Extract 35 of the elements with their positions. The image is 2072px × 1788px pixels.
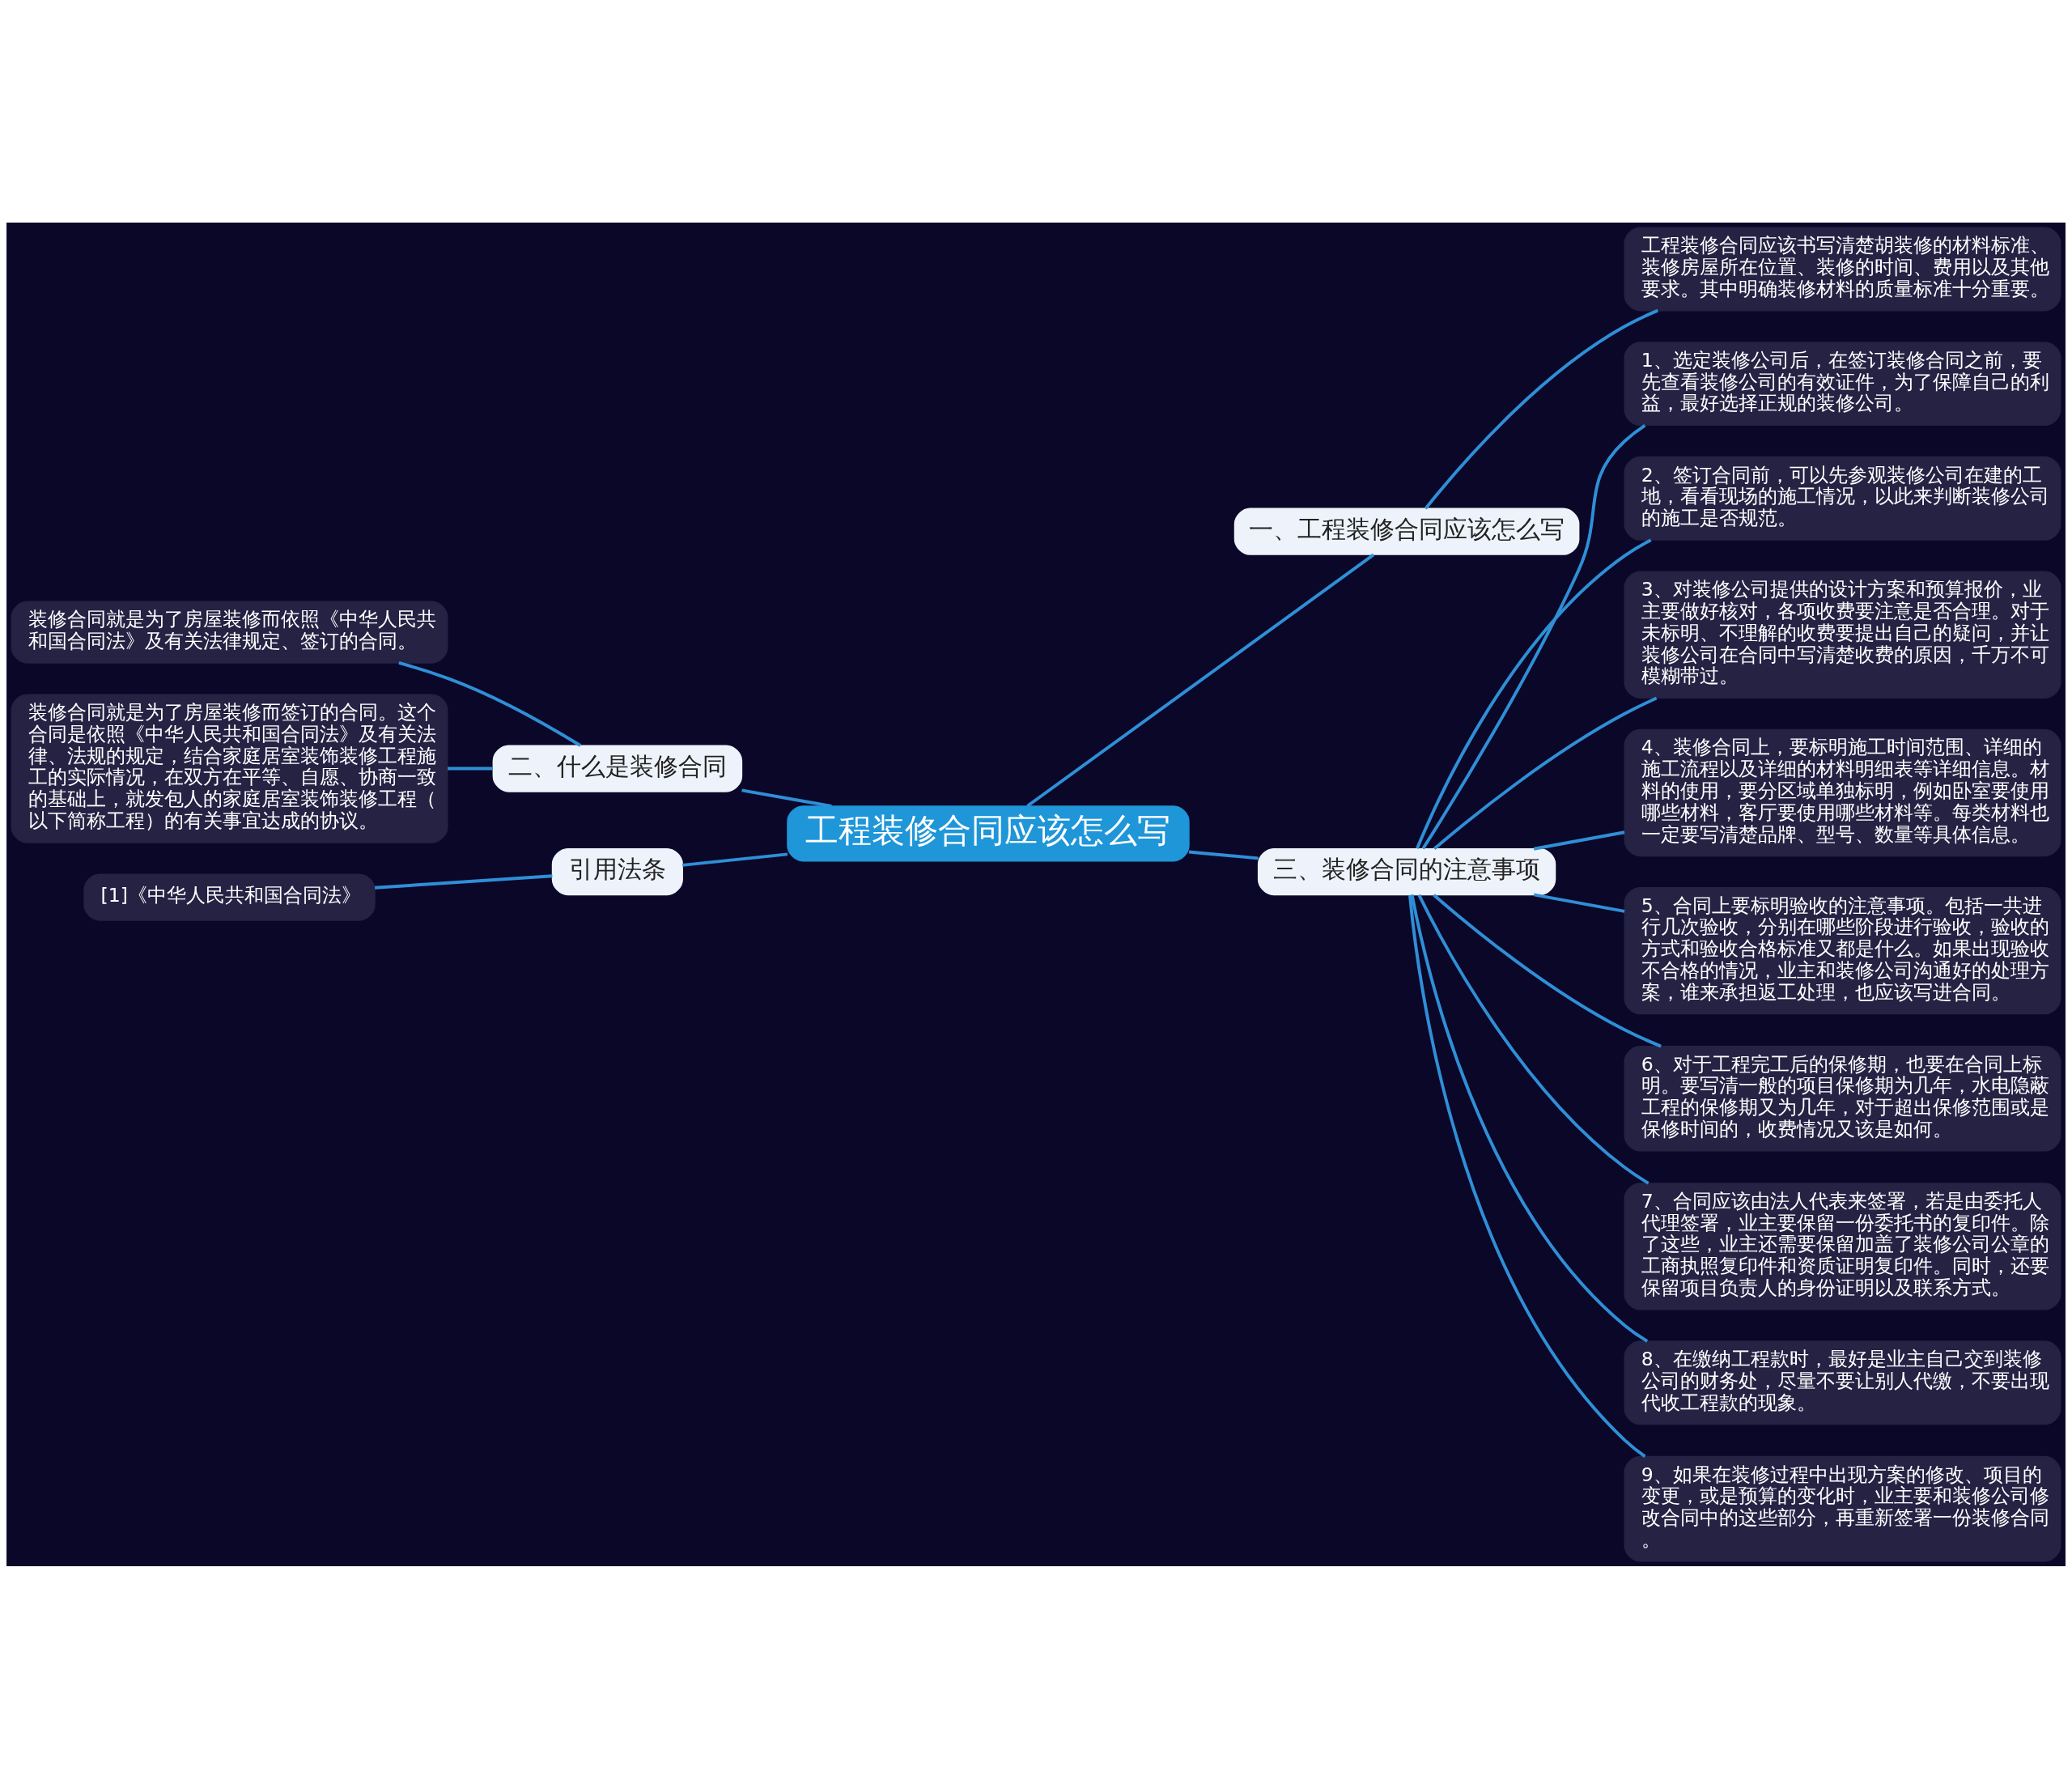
connector xyxy=(448,767,493,770)
connector xyxy=(681,852,788,867)
node-box: 4、装修合同上，要标明施工时间范围、详细的施工流程以及详细的材料明细表等详细信息。材料的使用，要分区域单独标明，例如卧室要使用哪些材料，客厅要使用哪些材料等。每类材料也一定要写清楚品牌、型号、数量等具体信息。 xyxy=(1624,728,2061,856)
connector xyxy=(1410,894,1649,1343)
connector xyxy=(1433,696,1658,850)
connector xyxy=(1424,308,1659,510)
node-box: 1、选定装修公司后，在签订装修合同之前，要先查看装修公司的有效证件，为了保障自己的利益，最好选择正规的装修公司。 xyxy=(1624,341,2061,426)
node-box: 7、合同应该由法人代表来签署，若是由委托人代理签署，业主要保留一份委托书的复印件。除了这些，业主还需要保留加盖了装修公司公章的工商执照复印件和资质证明复印件。同时，还要保留项目负责人的身份证明以及联系方式。 xyxy=(1624,1182,2061,1310)
connector xyxy=(1416,537,1652,849)
node-box: 装修合同就是为了房屋装修而签订的合同。这个合同是依照《中华人民共和国合同法》及有关法律、法规的规定，结合家庭居室装饰装修工程施工的实际情况，在双方在平等、自愿、协商一致的基础上，就发包人的家庭居室装饰装修工程（以下简称工程）的有关事宜达成的协议。 xyxy=(11,693,448,843)
node-box: [1]《中华人民共和国合同法》 xyxy=(83,873,376,921)
node-box: 9、如果在装修过程中出现方案的修改、项目的变更，或是预算的变化时，业主要和装修公司修改合同中的这些部分，再重新签署一份装修合同。 xyxy=(1624,1455,2061,1561)
node-box: 工程装修合同应该书写清楚胡装修的材料标准、装修房屋所在位置、装修的时间、费用以及其他要求。其中明确装修材料的质量标准十分重要。 xyxy=(1624,227,2061,311)
node-box: 二、什么是装修合同 xyxy=(492,744,743,792)
connector xyxy=(1533,830,1625,851)
node-box: 8、在缴纳工程款时，最好是业主自己交到装修公司的财务处，尽量不要让别人代缴，不要出现代收工程款的现象。 xyxy=(1624,1340,2061,1425)
connector xyxy=(374,873,553,890)
connector xyxy=(1026,553,1375,807)
node-box: 2、签订合同前，可以先参观装修公司在建的工地，看看现场的施工情况，以此来判断装修公司的施工是否规范。 xyxy=(1624,456,2061,541)
node-box: 三、装修合同的注意事项 xyxy=(1257,847,1556,895)
connector xyxy=(1417,894,1650,1185)
node-box: 5、合同上要标明验收的注意事项。包括一共进行几次验收，分别在哪些阶段进行验收，验收的方式和验收合格标准又都是什么。如果出现验收不合格的情况，业主和装修公司沟通好的处理方案，谁来承担返工处理，也应该写进合同。 xyxy=(1624,886,2061,1014)
connector xyxy=(1533,893,1625,913)
connector xyxy=(741,788,832,808)
node-box: 装修合同就是为了房屋装修而依照《中华人民共和国合同法》及有关法律规定、签订的合同。 xyxy=(11,601,448,664)
connector xyxy=(1421,423,1646,849)
connector xyxy=(398,660,582,747)
connector xyxy=(1188,850,1259,860)
node-box: 一、工程装修合同应该怎么写 xyxy=(1233,508,1580,555)
connector xyxy=(1433,893,1662,1047)
connector xyxy=(1408,894,1646,1458)
node-box: 工程装修合同应该怎么写 xyxy=(787,805,1190,861)
node-box: 3、对装修公司提供的设计方案和预算报价，业主要做好核对，各项收费要注意是否合理。对于未标明、不理解的收费要提出自己的疑问，并让装修公司在合同中写清楚收费的原因，千万不可模糊带过。 xyxy=(1624,571,2061,699)
node-box: 6、对于工程完工后的保修期，也要在合同上标明。要写清一般的项目保修期为几年，水电隐蔽工程的保修期又为几年，对于超出保修范围或是保修时间的，收费情况又该是如何。 xyxy=(1624,1045,2061,1152)
node-box: 引用法条 xyxy=(551,847,683,895)
